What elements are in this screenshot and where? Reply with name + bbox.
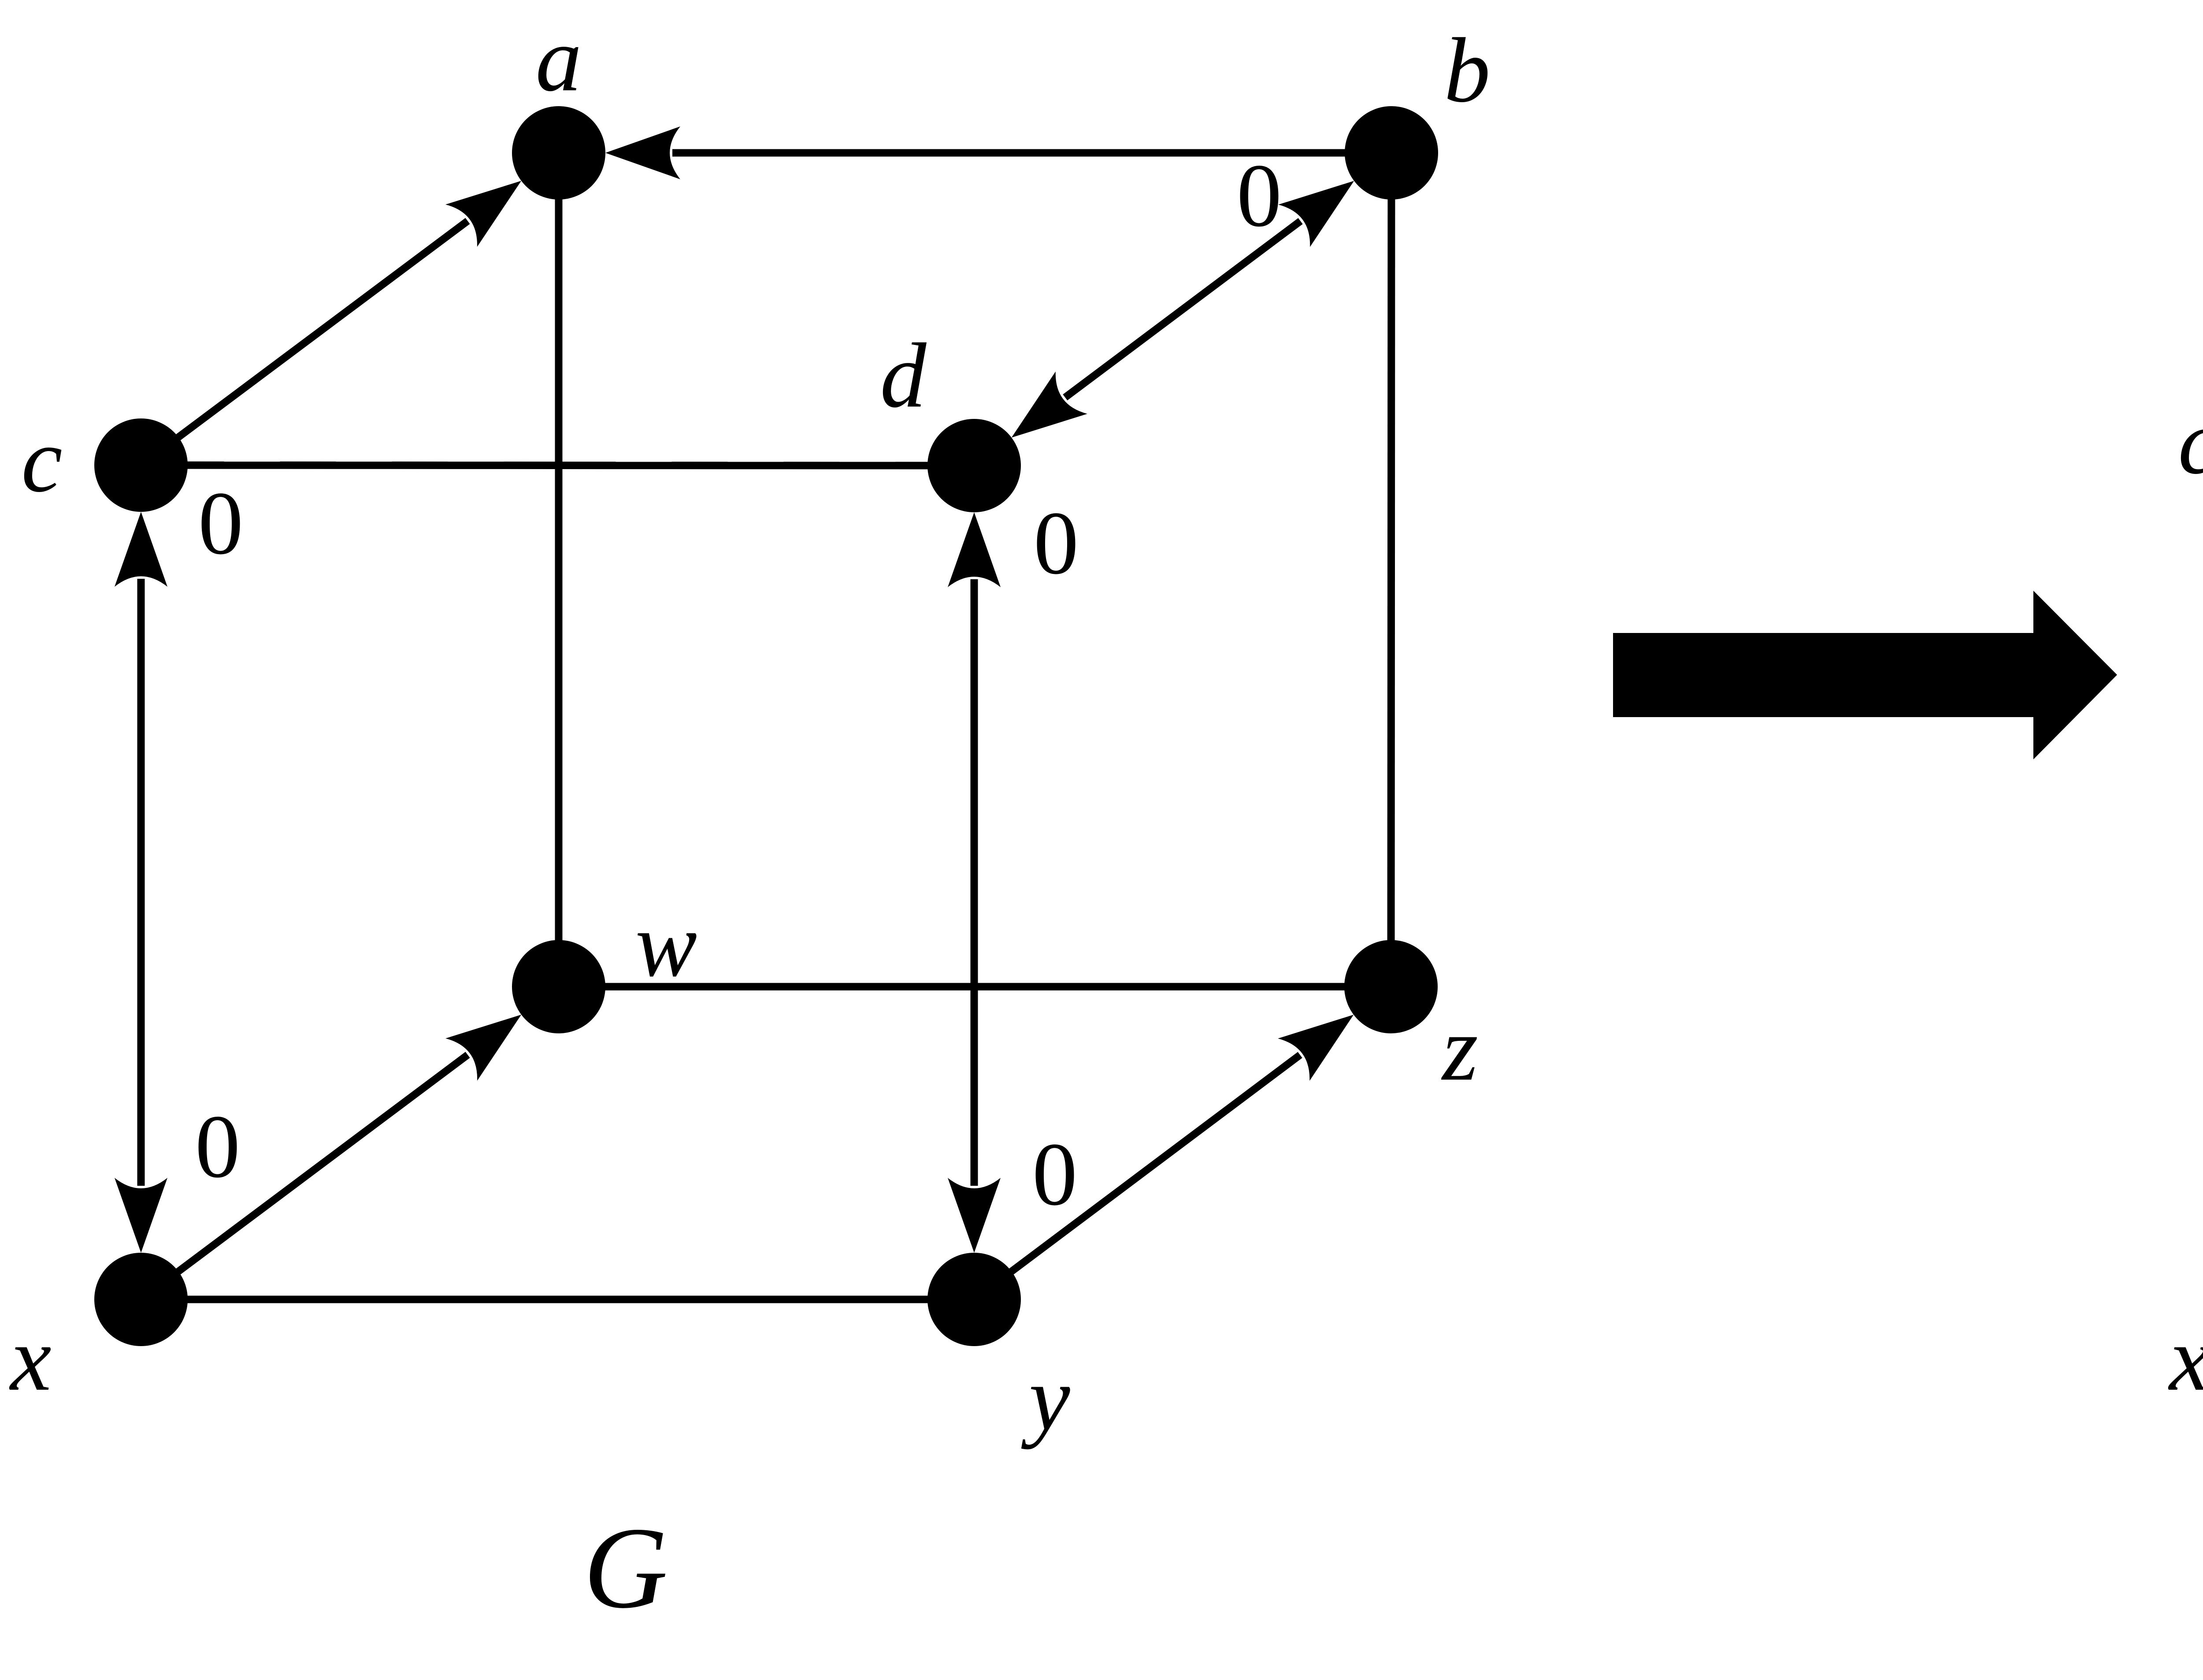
right-node-label-c: c [2178, 391, 2203, 493]
left-arrowhead-into-d [948, 512, 1001, 587]
right-graph: cxdyb [2168, 391, 2203, 1410]
transform-arrow-icon [1613, 591, 2117, 759]
left-edge-d-b [1063, 218, 1303, 401]
left-node-z [1344, 940, 1438, 1033]
left-node-label-a: a [536, 8, 582, 111]
left-arrowhead-into-z [1278, 1014, 1354, 1081]
left-edge-weight-label-c: 0 [198, 474, 244, 574]
left-graph: a b c d w x y z 0 0 0 0 0 [9, 8, 1490, 1450]
left-arrowhead-into-a [445, 181, 522, 247]
left-edge-weight-label-x: 0 [195, 1097, 241, 1197]
left-node-x [94, 1253, 188, 1346]
left-node-c [94, 418, 188, 512]
left-edge-weight-label-b: 0 [1237, 146, 1282, 246]
left-edge-weight-label-y: 0 [1032, 1125, 1078, 1225]
left-node-label-c: c [21, 409, 62, 511]
left-node-label-d: d [880, 325, 927, 427]
left-node-d [927, 419, 1021, 512]
left-arrowhead-into-w [445, 1014, 522, 1081]
left-node-label-w: w [635, 894, 697, 996]
left-arrowhead-into-a [605, 126, 680, 179]
left-arrowhead-into-x [115, 1178, 167, 1253]
left-arrowhead-into-d [1011, 371, 1087, 438]
left-edge-c-a [138, 218, 470, 468]
left-node-label-b: b [1444, 19, 1491, 122]
left-node-b [1345, 106, 1438, 200]
left-arrowhead-into-y [948, 1178, 1001, 1253]
left-graph-caption-text: G [583, 1503, 668, 1633]
left-node-label-y: y [1021, 1347, 1070, 1450]
left-arrowhead-into-c [115, 512, 167, 587]
left-node-a [512, 106, 605, 200]
left-edge-y-z [972, 1052, 1302, 1303]
left-node-label-z: z [1441, 998, 1478, 1100]
left-edge-weight-label-d: 0 [1034, 493, 1079, 593]
left-arrowhead-into-b [1278, 181, 1354, 247]
left-node-label-x: x [9, 1308, 51, 1410]
left-node-y [927, 1253, 1021, 1346]
left-edge-x-w [138, 1051, 470, 1303]
left-graph-caption: G [583, 1510, 668, 1627]
transform-arrow-group [1613, 591, 2117, 759]
right-node-label-x: x [2168, 1308, 2203, 1410]
left-node-w [512, 940, 605, 1033]
